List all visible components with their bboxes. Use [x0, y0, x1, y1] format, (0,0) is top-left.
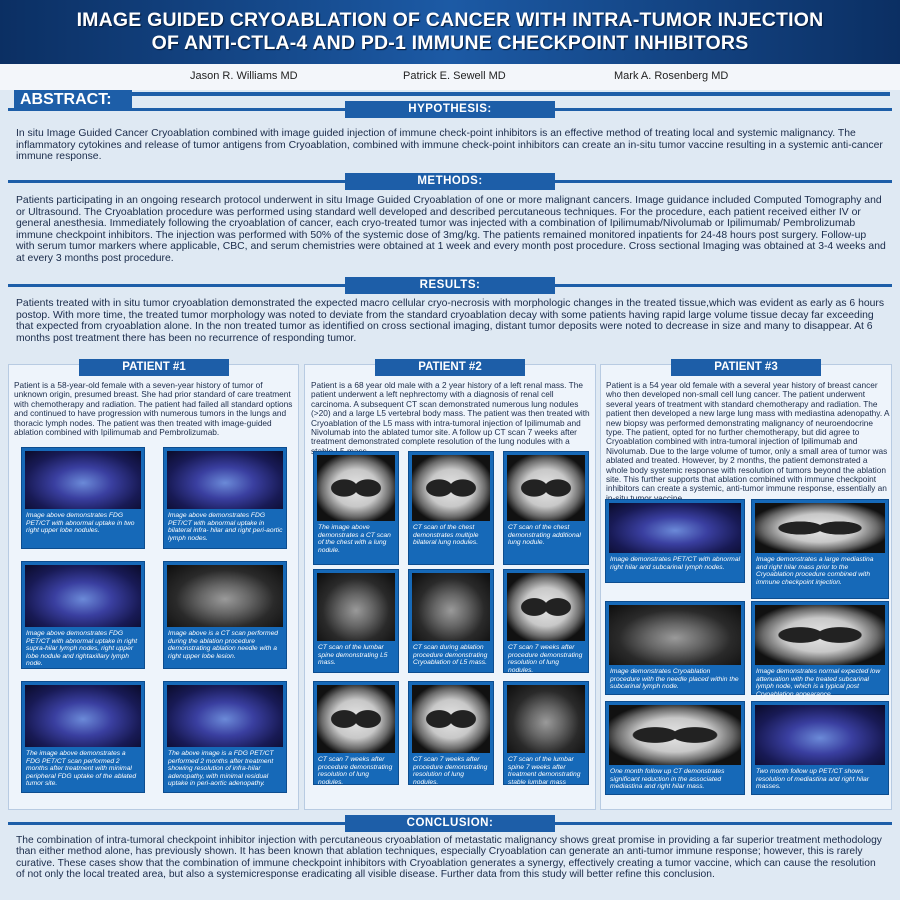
patient-1-text: Patient is a 58-year-old female with a s…: [14, 380, 293, 438]
hypothesis-heading: HYPOTHESIS:: [345, 101, 555, 118]
figure-caption: Two month follow up PET/CT shows resolut…: [756, 768, 870, 791]
pet-ct-scan-image: [25, 685, 141, 747]
figure-caption: One month follow up CT demonstrates sign…: [610, 768, 725, 791]
ct-scan-image: [755, 503, 885, 553]
figure-caption: Image above is a CT scan performed durin…: [168, 630, 279, 660]
figure-caption: Image demonstrates normal expected low a…: [756, 668, 881, 698]
figure-caption: Image above demonstrates FDG PET/CT with…: [26, 512, 135, 535]
patient-3-figure-3: Image demonstrates Cryoablation procedur…: [605, 601, 745, 695]
patient-3-text: Patient is a 54 year old female with a s…: [606, 380, 890, 503]
patient-3-panel: PATIENT #3 Patient is a 54 year old fema…: [600, 359, 892, 810]
patient-1-heading: PATIENT #1: [79, 359, 229, 376]
methods-heading: METHODS:: [345, 173, 555, 190]
figure-caption: CT scan 7 weeks after procedure demonstr…: [508, 644, 583, 674]
ct-scan-image: [412, 455, 490, 521]
ct-scan-image: [412, 573, 490, 641]
ct-scan-image: [412, 685, 490, 753]
ct-scan-image: [507, 685, 585, 753]
ct-scan-image: [609, 605, 741, 665]
ct-scan-image: [507, 455, 585, 521]
ct-scan-image: [609, 705, 741, 765]
pet-ct-scan-image: [755, 705, 885, 765]
patient-3-heading: PATIENT #3: [671, 359, 821, 376]
abstract-rule: [132, 92, 890, 96]
pet-ct-scan-image: [609, 503, 741, 553]
figure-caption: CT scan of the lumbar spine demonstratin…: [318, 644, 388, 667]
patient-2-figure-3: CT scan of the chest demonstrating addit…: [503, 451, 589, 565]
poster-title-line-2: OF ANTI-CTLA-4 AND PD-1 IMMUNE CHECKPOIN…: [151, 32, 749, 54]
patient-3-figure-5: One month follow up CT demonstrates sign…: [605, 701, 745, 795]
figure-caption: Image above demonstrates FDG PET/CT with…: [168, 512, 283, 542]
author-1: Jason R. Williams MD: [190, 70, 298, 82]
figure-caption: CT scan of the chest demonstrating addit…: [508, 524, 581, 547]
ct-scan-image: [507, 573, 585, 641]
patient-1-figure-3: Image above demonstrates FDG PET/CT with…: [21, 561, 145, 669]
patient-1-figure-2: Image above demonstrates FDG PET/CT with…: [163, 447, 287, 549]
patient-1-figure-5: The image above demonstrates a FDG PET/C…: [21, 681, 145, 793]
figure-caption: Image demonstrates PET/CT with abnormal …: [610, 556, 741, 571]
patient-1-panel: PATIENT #1 Patient is a 58-year-old fema…: [8, 359, 299, 810]
figure-caption: Image above demonstrates FDG PET/CT with…: [26, 630, 138, 668]
figure-caption: The image above demonstrates a FDG PET/C…: [26, 750, 137, 788]
figure-caption: Image demonstrates Cryoablation procedur…: [610, 668, 739, 691]
author-2: Patrick E. Sewell MD: [403, 70, 506, 82]
patient-3-figure-4: Image demonstrates normal expected low a…: [751, 601, 889, 698]
patient-3-figure-6: Two month follow up PET/CT shows resolut…: [751, 701, 889, 795]
figure-caption: The above image is a FDG PET/CT performe…: [168, 750, 274, 788]
conclusion-heading: CONCLUSION:: [345, 815, 555, 832]
results-text: Patients treated with in situ tumor cryo…: [16, 298, 885, 344]
figure-caption: CT scan 7 weeks after procedure demonstr…: [318, 756, 393, 786]
poster-title-banner: IMAGE GUIDED CRYOABLATION OF CANCER WITH…: [0, 0, 900, 64]
patient-1-figure-1: Image above demonstrates FDG PET/CT with…: [21, 447, 145, 549]
figure-caption: CT scan 7 weeks after procedure demonstr…: [413, 756, 488, 786]
figure-caption: The image above demonstrates a CT scan o…: [318, 524, 391, 554]
pet-ct-scan-image: [25, 565, 141, 627]
patient-2-heading: PATIENT #2: [375, 359, 525, 376]
ct-scan-image: [755, 605, 885, 665]
figure-caption: CT scan of the chest demonstrates multip…: [413, 524, 479, 547]
patient-1-figure-4: Image above is a CT scan performed durin…: [163, 561, 287, 669]
patient-2-text: Patient is a 68 year old male with a 2 y…: [311, 380, 590, 455]
patient-2-panel: PATIENT #2 Patient is a 68 year old male…: [304, 359, 596, 810]
methods-text: Patients participating in an ongoing res…: [16, 195, 886, 264]
pet-ct-scan-image: [167, 451, 283, 509]
patient-2-figure-4: CT scan of the lumbar spine demonstratin…: [313, 569, 399, 673]
patient-2-figure-1: The image above demonstrates a CT scan o…: [313, 451, 399, 565]
patient-2-figure-5: CT scan during ablation procedure demons…: [408, 569, 494, 673]
figure-caption: Image demonstrates a large mediastina an…: [756, 556, 874, 586]
author-3: Mark A. Rosenberg MD: [614, 70, 729, 82]
patient-1-figure-6: The above image is a FDG PET/CT performe…: [163, 681, 287, 793]
hypothesis-text: In situ Image Guided Cancer Cryoablation…: [16, 128, 883, 163]
poster-title-line-1: IMAGE GUIDED CRYOABLATION OF CANCER WITH…: [76, 9, 824, 31]
ct-scan-image: [317, 573, 395, 641]
patient-2-figure-9: CT scan of the lumbar spine 7 weeks afte…: [503, 681, 589, 786]
patient-2-figure-7: CT scan 7 weeks after procedure demonstr…: [313, 681, 399, 786]
ct-scan-image: [167, 565, 283, 627]
pet-ct-scan-image: [167, 685, 283, 747]
patient-3-figure-1: Image demonstrates PET/CT with abnormal …: [605, 499, 745, 583]
patient-2-figure-2: CT scan of the chest demonstrates multip…: [408, 451, 494, 565]
results-heading: RESULTS:: [345, 277, 555, 294]
figure-caption: CT scan during ablation procedure demons…: [413, 644, 488, 667]
abstract-label: ABSTRACT:: [14, 90, 132, 110]
ct-scan-image: [317, 685, 395, 753]
conclusion-text: The combination of intra-tumoral checkpo…: [16, 835, 882, 881]
pet-ct-scan-image: [25, 451, 141, 509]
patient-3-figure-2: Image demonstrates a large mediastina an…: [751, 499, 889, 599]
ct-scan-image: [317, 455, 395, 521]
patient-2-figure-6: CT scan 7 weeks after procedure demonstr…: [503, 569, 589, 674]
author-bar: Jason R. Williams MD Patrick E. Sewell M…: [0, 64, 900, 90]
patient-2-figure-8: CT scan 7 weeks after procedure demonstr…: [408, 681, 494, 786]
figure-caption: CT scan of the lumbar spine 7 weeks afte…: [508, 756, 581, 786]
